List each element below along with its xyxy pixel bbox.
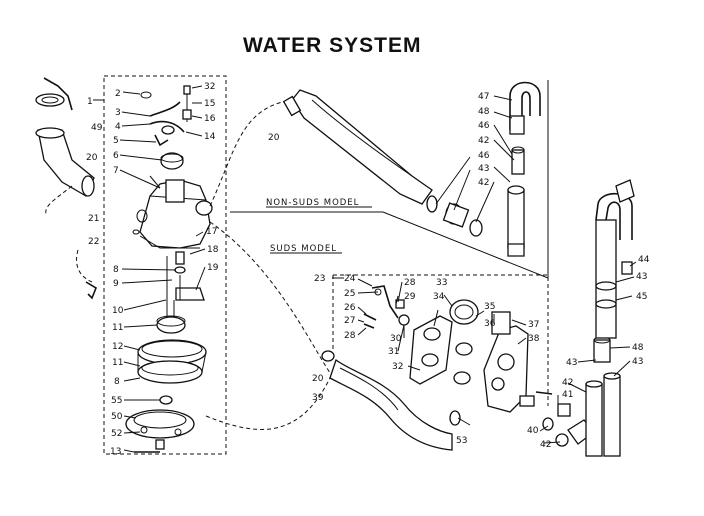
callout-34: 34 xyxy=(433,292,445,302)
callout-20-suds: 20 xyxy=(312,374,324,384)
suds-model-label: SUDS MODEL xyxy=(270,244,337,254)
callout-11: 11 xyxy=(112,323,123,333)
callout-12: 12 xyxy=(112,342,123,352)
callout-27: 27 xyxy=(344,316,355,326)
callout-49: 49 xyxy=(91,123,103,133)
left-leaders xyxy=(119,85,206,453)
callout-50: 50 xyxy=(111,412,123,422)
callout-1: 1 xyxy=(87,97,93,107)
callout-43: 43 xyxy=(478,164,489,174)
callout-26: 26 xyxy=(344,303,356,313)
callout-20-nonsuds: 20 xyxy=(268,133,280,143)
callout-43-b: 43 xyxy=(566,358,577,368)
callout-42-b: 42 xyxy=(478,178,489,188)
callout-22: 22 xyxy=(88,237,99,247)
callout-3: 3 xyxy=(115,108,121,118)
callout-37: 37 xyxy=(528,320,539,330)
callout-32: 32 xyxy=(392,362,403,372)
callout-6: 6 xyxy=(113,151,119,161)
callout-39: 39 xyxy=(312,393,324,403)
callout-33: 33 xyxy=(436,278,447,288)
callout-31: 31 xyxy=(388,347,399,357)
callout-25: 25 xyxy=(344,289,355,299)
callout-47: 47 xyxy=(478,92,489,102)
callout-48: 48 xyxy=(478,107,490,117)
callout-8: 8 xyxy=(113,265,119,275)
non-suds-model-panel: NON-SUDS MODEL xyxy=(230,80,549,279)
callout-9: 9 xyxy=(113,279,119,289)
callout-44: 44 xyxy=(638,255,650,265)
callout-42-c: 42 xyxy=(540,440,551,450)
callout-32-top: 32 xyxy=(204,82,215,92)
suds-model-panel: SUDS MODEL xyxy=(270,179,637,457)
callout-18: 18 xyxy=(207,245,219,255)
callout-10: 10 xyxy=(112,306,124,316)
callout-23: 23 xyxy=(314,274,325,284)
callout-42: 42 xyxy=(478,136,489,146)
callout-21: 21 xyxy=(88,214,99,224)
callout-46: 46 xyxy=(478,121,490,131)
callout-24: 24 xyxy=(344,274,356,284)
callout-11-lower: 11 xyxy=(112,358,123,368)
callout-15: 15 xyxy=(204,99,215,109)
callout-48-b: 48 xyxy=(632,343,644,353)
callout-20: 20 xyxy=(86,153,98,163)
callout-14: 14 xyxy=(204,132,216,142)
callout-42-d: 42 xyxy=(562,378,573,388)
callout-19: 19 xyxy=(207,263,219,273)
non-suds-model-label: NON-SUDS MODEL xyxy=(266,198,359,208)
callout-38: 38 xyxy=(528,334,540,344)
callout-52: 52 xyxy=(111,429,122,439)
callout-45: 45 xyxy=(636,292,647,302)
callout-43-d: 43 xyxy=(636,272,647,282)
callout-40: 40 xyxy=(527,426,539,436)
callout-55: 55 xyxy=(111,396,122,406)
callout-28: 28 xyxy=(344,331,356,341)
hose-route-suds xyxy=(209,221,335,379)
callout-16: 16 xyxy=(204,114,216,124)
callout-2: 2 xyxy=(115,89,121,99)
callout-43-c: 43 xyxy=(632,357,643,367)
callout-13: 13 xyxy=(110,447,121,457)
callout-4: 4 xyxy=(115,122,121,132)
hose-route-top xyxy=(209,99,293,207)
callout-36: 36 xyxy=(484,319,496,329)
diagram-title: WATER SYSTEM xyxy=(243,34,421,57)
callout-17: 17 xyxy=(206,227,217,237)
callout-8-lower: 8 xyxy=(114,377,120,387)
callout-7: 7 xyxy=(113,166,119,176)
callout-28-b: 28 xyxy=(404,278,416,288)
callout-29: 29 xyxy=(404,292,416,302)
callout-53: 53 xyxy=(456,436,467,446)
callout-35: 35 xyxy=(484,302,495,312)
hose-route-base xyxy=(205,377,331,430)
pump-assembly xyxy=(35,75,227,455)
callout-46-b: 46 xyxy=(478,151,490,161)
callout-5: 5 xyxy=(113,136,119,146)
callout-30: 30 xyxy=(390,334,402,344)
callout-41: 41 xyxy=(562,390,573,400)
callout-labels: 1 49 20 21 22 2 3 4 5 6 7 32 15 16 14 17… xyxy=(86,82,650,457)
